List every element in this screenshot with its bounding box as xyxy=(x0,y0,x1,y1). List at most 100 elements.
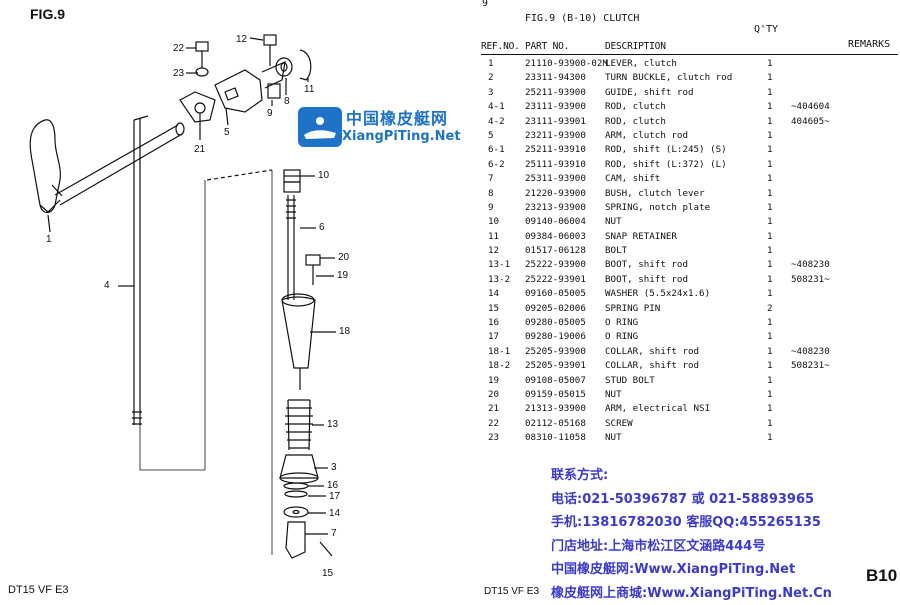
quantity-cell: 1 xyxy=(767,374,773,386)
description-cell: CAM, shift xyxy=(605,173,661,185)
callout-13: 13 xyxy=(327,419,339,430)
ref-no-cell: 23 xyxy=(488,432,500,444)
callout-16: 16 xyxy=(327,480,339,491)
callout-1: 1 xyxy=(46,234,52,245)
ref-no-cell: 4-2 xyxy=(488,115,505,127)
ref-no-cell: 16 xyxy=(488,317,500,329)
description-cell: ARM, electrical NSI xyxy=(605,403,711,415)
part-no-cell: 25222-93901 xyxy=(525,273,586,285)
callout-9: 9 xyxy=(267,108,273,119)
quantity-cell: 1 xyxy=(767,216,773,228)
ref-no-cell: 3 xyxy=(488,86,494,98)
description-cell: SNAP RETAINER xyxy=(605,230,677,242)
callout-8: 8 xyxy=(284,96,290,107)
callout-5: 5 xyxy=(224,127,230,138)
quantity-cell: 1 xyxy=(767,417,773,429)
part-no-cell: 23211-93900 xyxy=(525,129,586,141)
callout-7: 7 xyxy=(331,528,337,539)
description-cell: NUT xyxy=(605,432,622,444)
section-label: B10 xyxy=(866,566,898,585)
quantity-cell: 1 xyxy=(767,345,773,357)
ref-no-cell: 10 xyxy=(488,216,500,228)
quantity-cell: 1 xyxy=(767,86,773,98)
callout-18: 18 xyxy=(339,326,351,337)
parts-list-title: FIG.9 (B-10) CLUTCH xyxy=(525,13,640,24)
description-cell: SPRING PIN xyxy=(605,302,661,314)
table-row: 23 08310-11058 NUT 1 xyxy=(478,431,900,445)
watermark-cn: 中国橡皮艇网 xyxy=(346,109,449,128)
quantity-cell: 2 xyxy=(767,302,773,314)
quantity-cell: 1 xyxy=(767,144,773,156)
ref-no-cell: 1 xyxy=(488,58,494,69)
parts-list-footer: DT15 VF E3 xyxy=(484,586,540,597)
description-cell: ROD, shift (L:372) (L) xyxy=(605,158,727,170)
remarks-cell: ~404604 xyxy=(791,101,830,113)
callout-23: 23 xyxy=(173,68,185,79)
contact-heading: 联系方式: xyxy=(551,468,609,483)
part-no-cell: 25205-93901 xyxy=(525,360,586,372)
quantity-cell: 1 xyxy=(767,129,773,141)
ref-no-cell: 13-2 xyxy=(488,273,511,285)
ref-no-cell: 14 xyxy=(488,288,500,300)
quantity-cell: 1 xyxy=(767,432,773,444)
ref-no-cell: 15 xyxy=(488,302,500,314)
contact-site[interactable]: 中国橡皮艇网:Www.XiangPiTing.Net xyxy=(551,562,796,577)
ref-no-cell: 13-1 xyxy=(488,259,511,271)
quantity-cell: 1 xyxy=(767,360,773,372)
contact-shop[interactable]: 橡皮艇网上商城:Www.XiangPiTing.Net.Cn xyxy=(551,585,832,601)
ref-no-cell: 20 xyxy=(488,388,500,400)
description-cell: SPRING, notch plate xyxy=(605,201,711,213)
ref-no-cell: 19 xyxy=(488,374,500,386)
callout-10: 10 xyxy=(318,170,330,181)
part-no-cell: 25211-93910 xyxy=(525,144,586,156)
part-no-cell: 09160-05005 xyxy=(525,288,586,300)
contact-phone: 电话:021-50396787 或 021-58893965 xyxy=(551,491,815,507)
description-cell: NUT xyxy=(605,216,622,228)
ref-no-cell: 6-1 xyxy=(488,144,505,156)
ref-no-cell: 21 xyxy=(488,403,500,415)
contact-info: 联系方式: 电话:021-50396787 或 021-58893965 手机:… xyxy=(551,464,891,605)
quantity-cell: 1 xyxy=(767,230,773,242)
ref-no-cell: 7 xyxy=(488,173,494,185)
description-cell: STUD BOLT xyxy=(605,374,655,386)
quantity-cell: 1 xyxy=(767,158,773,170)
quantity-cell: 1 xyxy=(767,101,773,113)
part-no-cell: 09280-19006 xyxy=(525,331,586,343)
quantity-cell: 1 xyxy=(767,115,773,127)
part-no-cell: 09384-06003 xyxy=(525,230,586,242)
contact-mobile: 手机:13816782030 客服QQ:455265135 xyxy=(551,515,821,530)
ref-no-cell: 4-1 xyxy=(488,101,505,113)
description-cell: COLLAR, shift rod xyxy=(605,345,700,357)
ref-no-cell: 22 xyxy=(488,417,500,429)
part-no-cell: 01517-06128 xyxy=(525,245,586,257)
description-cell: SCREW xyxy=(605,417,633,429)
quantity-cell: 1 xyxy=(767,403,773,415)
site-watermark: 中国橡皮艇网 XiangPiTing.Net xyxy=(298,105,478,153)
quantity-cell: 1 xyxy=(767,317,773,329)
remarks-header: REMARKS xyxy=(848,39,891,50)
part-no-cell: 25222-93900 xyxy=(525,259,586,271)
description-cell: LEVER, clutch xyxy=(605,58,677,69)
jetski-logo-icon xyxy=(298,107,342,147)
ref-no-cell: 9 xyxy=(488,201,494,213)
part-no-cell: 08310-11058 xyxy=(525,432,586,444)
remarks-cell: ~408230 xyxy=(791,345,830,357)
ref-no-header: REF.NO. xyxy=(481,41,520,52)
part-no-cell: 23111-93901 xyxy=(525,115,586,127)
description-cell: GUIDE, shift rod xyxy=(605,86,694,98)
description-cell: COLLAR, shift rod xyxy=(605,360,700,372)
